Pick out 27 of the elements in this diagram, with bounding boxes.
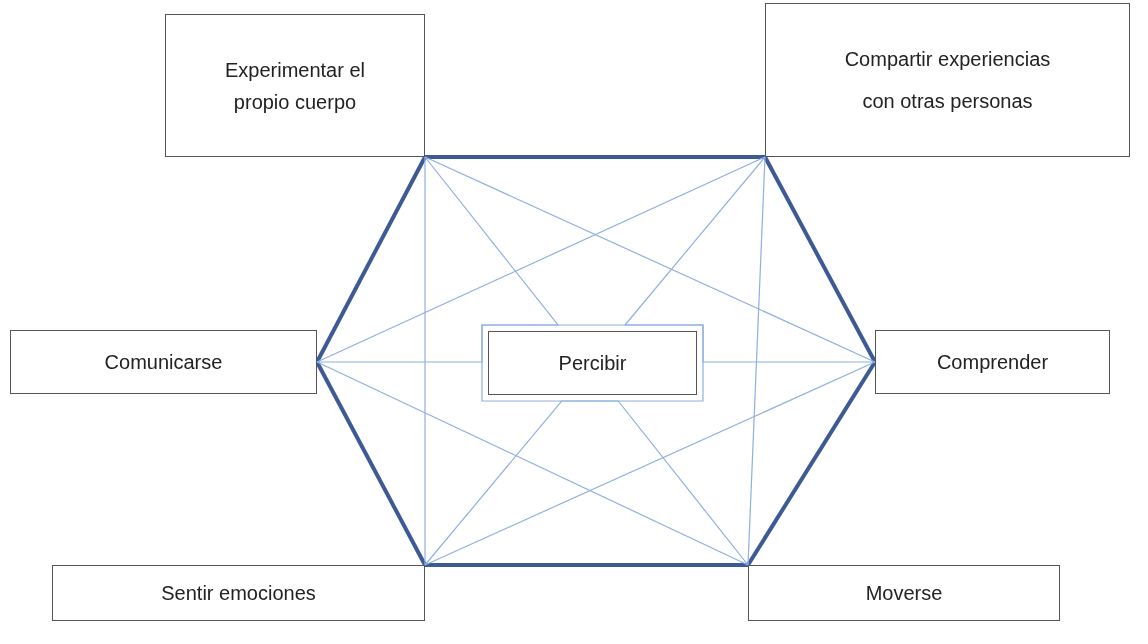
concept-box [748,565,1060,621]
concept-box [165,14,425,157]
concept-box [875,330,1110,394]
concept-label: Comprender [936,350,1049,375]
connector-line [424,156,426,566]
concept-label: Moverse [865,581,943,606]
connector-line [315,156,427,363]
concept-label: Experimentar el propio cuerpo [223,57,367,115]
connector-line [425,563,748,567]
concept-label: Comunicarse [104,350,223,375]
connector-line [763,156,877,363]
concept-label: Compartir experiencias con otras personas [843,47,1052,114]
connector-line [315,361,427,566]
connector-line [424,156,876,363]
concept-box [488,331,697,395]
connector-line [746,360,877,567]
connector-line [425,155,765,159]
connector-line [316,324,876,363]
concept-label: Sentir emociones [161,581,316,606]
connector-line [424,361,876,566]
concept-box [765,3,1130,157]
concept-label: Percibir [558,351,627,376]
concept-box [52,565,425,621]
connector-line [316,361,749,566]
concept-box [10,330,317,394]
connector-line [316,156,766,363]
connector-line [747,156,766,566]
